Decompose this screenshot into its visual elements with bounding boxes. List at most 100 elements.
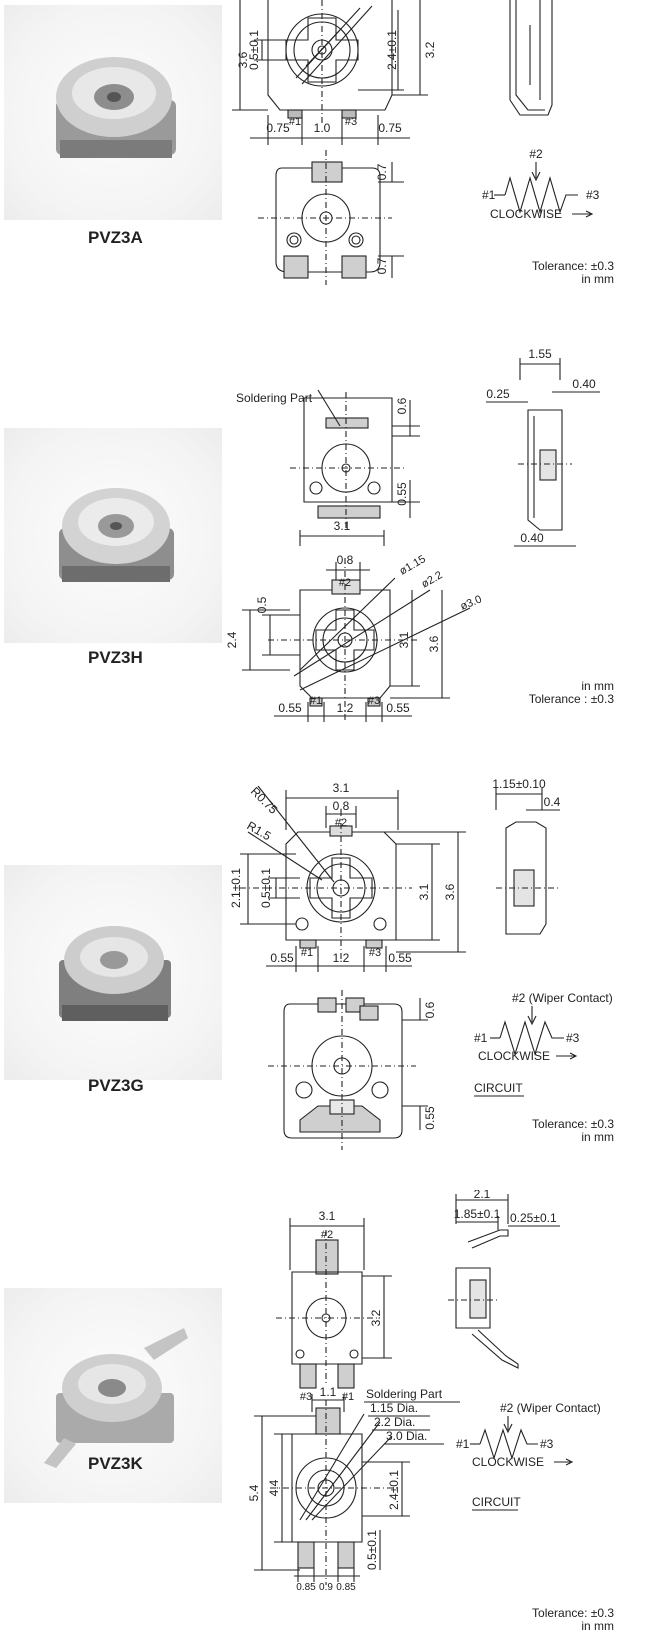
pvz3k-dim-b2: 0.9 xyxy=(319,1582,333,1593)
section-pvz3k: PVZ3K xyxy=(0,1190,658,1635)
pvz3g-dim-r36: 3.6 xyxy=(443,883,457,900)
pvz3g-photo xyxy=(4,865,222,1080)
pvz3h-tolerance-line2: Tolerance : ±0.3 xyxy=(528,692,614,706)
pvz3a-dim-b1: 0.75 xyxy=(266,121,290,135)
pvz3a-circuit-wiper: #2 xyxy=(529,147,543,161)
pvz3k-dim-b1: 0.85 xyxy=(296,1582,316,1593)
pvz3k-circuit-dir: CLOCKWISE xyxy=(472,1455,544,1469)
pvz3a-circuit-left: #1 xyxy=(482,188,496,202)
pvz3k-side-025: 0.25±0.1 xyxy=(510,1211,557,1225)
pvz3h-dia-115: ø1.15 xyxy=(398,553,428,577)
pvz3a-drawing: 3.6 0.5±0.1 2.4±0.1 3.2 0.75 #1 1.0 #3 0… xyxy=(232,0,600,285)
pvz3g-circuit-right: #3 xyxy=(566,1031,580,1045)
pvz3h-photo xyxy=(4,428,222,643)
pvz3h-dim-r36: 3.6 xyxy=(427,635,441,652)
pvz3k-dim-l44: 4.4 xyxy=(267,1479,281,1496)
pvz3h-side-155: 1.55 xyxy=(528,347,552,361)
pvz3h-pin2: #2 xyxy=(339,577,351,589)
pvz3h-pin3: #3 xyxy=(368,695,380,707)
pvz3k-photo xyxy=(4,1288,222,1503)
pvz3k-pin3: #3 xyxy=(300,1391,312,1403)
pvz3k-dim-r05: 0.5±0.1 xyxy=(365,1530,379,1570)
pvz3k-model-label: PVZ3K xyxy=(88,1454,143,1473)
pvz3a-circuit-dir: CLOCKWISE xyxy=(490,207,562,221)
pvz3g-dim-l05: 0.5±0.1 xyxy=(259,868,273,908)
pvz3g-model-label: PVZ3G xyxy=(88,1076,144,1095)
pvz3a-dim-pad-bot: 0.7 xyxy=(375,257,389,274)
pvz3a-dim-right: 3.2 xyxy=(423,41,437,58)
pvz3h-dim-t06: 0.6 xyxy=(395,397,409,414)
pvz3k-dim-l54: 5.4 xyxy=(247,1484,261,1501)
pvz3k-dia-22: 2.2 Dia. xyxy=(374,1415,415,1429)
pvz3h-dim-b3: 0.55 xyxy=(386,701,410,715)
pvz3a-pin1: #1 xyxy=(289,116,301,128)
pvz3g-pin3: #3 xyxy=(369,947,381,959)
pvz3a-tolerance-line1: Tolerance: ±0.3 xyxy=(532,259,614,273)
pvz3g-dim-w31: 3.1 xyxy=(333,781,350,795)
pvz3g-dim-t055: 0.55 xyxy=(423,1106,437,1130)
pvz3a-pin3: #3 xyxy=(345,116,357,128)
pvz3h-dim-l05: 0.5 xyxy=(255,596,269,613)
pvz3k-pin1: #1 xyxy=(342,1391,354,1403)
pvz3h-dia-30: ø3.0 xyxy=(459,593,484,612)
pvz3g-pin1: #1 xyxy=(301,947,313,959)
pvz3g-dim-w08: 0.8 xyxy=(333,799,350,813)
pvz3h-dim-r31: 3.1 xyxy=(397,631,411,648)
pvz3k-circuit-wiper: #2 (Wiper Contact) xyxy=(500,1401,601,1415)
pvz3h-model-label: PVZ3H xyxy=(88,648,143,667)
pvz3a-circuit-right: #3 xyxy=(586,188,600,202)
pvz3h-dim-b1: 0.55 xyxy=(278,701,302,715)
pvz3k-dim-w31: 3.1 xyxy=(319,1209,336,1223)
pvz3g-dim-b3: 0.55 xyxy=(388,951,412,965)
pvz3a-photo xyxy=(4,5,222,220)
pvz3h-tolerance-line1: in mm xyxy=(581,679,614,693)
pvz3k-solder-label: Soldering Part xyxy=(366,1387,443,1401)
pvz3g-circuit-wiper: #2 (Wiper Contact) xyxy=(512,991,613,1005)
pvz3a-tolerance: Tolerance: ±0.3 in mm xyxy=(514,260,614,286)
pvz3k-side-21: 2.1 xyxy=(474,1190,491,1201)
pvz3k-dim-b3: 0.85 xyxy=(336,1582,356,1593)
pvz3k-dim-r24: 2.4±0.1 xyxy=(387,1470,401,1510)
pvz3h-pin1: #1 xyxy=(310,695,322,707)
pvz3h-side-025: 0.25 xyxy=(486,387,510,401)
pvz3k-side-185: 1.85±0.1 xyxy=(454,1207,501,1221)
pvz3a-dim-center: 0.5±0.1 xyxy=(247,30,261,70)
pvz3h-dim-l24: 2.4 xyxy=(225,631,239,648)
pvz3a-dim-height: 3.6 xyxy=(236,51,250,68)
pvz3h-side-040b: 0.40 xyxy=(520,531,544,545)
pvz3a-dim-center2: 2.4±0.1 xyxy=(385,30,399,70)
pvz3k-circuit-left: #1 xyxy=(456,1437,470,1451)
pvz3h-dim-w08: 0.8 xyxy=(337,553,354,567)
pvz3g-circuit-label: CIRCUIT xyxy=(474,1081,523,1095)
pvz3h-tolerance: in mm Tolerance : ±0.3 xyxy=(500,680,614,706)
pvz3g-r075: R0.75 xyxy=(248,784,281,817)
pvz3k-circuit-right: #3 xyxy=(540,1437,554,1451)
pvz3k-dim-r32: 3.2 xyxy=(369,1309,383,1326)
section-pvz3h: PVZ3H xyxy=(0,340,658,730)
pvz3g-tolerance-line1: Tolerance: ±0.3 xyxy=(532,1117,614,1131)
pvz3g-side-115: 1.15±0.10 xyxy=(492,777,546,791)
pvz3g-dim-b2: 1.2 xyxy=(333,951,350,965)
pvz3k-dia-30: 3.0 Dia. xyxy=(386,1429,427,1443)
pvz3a-model-label: PVZ3A xyxy=(88,228,143,247)
pvz3h-solder-label: Soldering Part xyxy=(236,391,313,405)
pvz3k-tolerance-line1: Tolerance: ±0.3 xyxy=(532,1606,614,1620)
pvz3g-dim-b1: 0.55 xyxy=(270,951,294,965)
pvz3g-side-04: 0.4 xyxy=(544,795,561,809)
pvz3k-pin2: #2 xyxy=(321,1229,333,1241)
pvz3g-circuit-left: #1 xyxy=(474,1031,488,1045)
pvz3a-dim-b3: 0.75 xyxy=(378,121,402,135)
section-pvz3g: PVZ3G xyxy=(0,770,658,1160)
pvz3a-dim-b2: 1.0 xyxy=(314,121,331,135)
pvz3g-drawing: 3.1 0.8 #2 R0.75 R1.5 2.1±0.1 0.5±0.1 3.… xyxy=(229,777,613,1150)
pvz3g-circuit-dir: CLOCKWISE xyxy=(478,1049,550,1063)
pvz3h-side-040: 0.40 xyxy=(572,377,596,391)
pvz3g-pin2: #2 xyxy=(335,817,347,829)
pvz3a-dim-pad-top: 0.7 xyxy=(375,163,389,180)
pvz3k-drawing: 3.1 #2 3.2 #3 #1 1.1 Soldering Part 1.15… xyxy=(247,1190,601,1593)
pvz3h-dim-b2: 1.2 xyxy=(337,701,354,715)
pvz3k-tolerance-line2: in mm xyxy=(581,1619,614,1633)
pvz3a-tolerance-line2: in mm xyxy=(581,272,614,286)
pvz3g-tolerance: Tolerance: ±0.3 in mm xyxy=(500,1118,614,1144)
pvz3k-tolerance: Tolerance: ±0.3 in mm xyxy=(500,1607,614,1633)
